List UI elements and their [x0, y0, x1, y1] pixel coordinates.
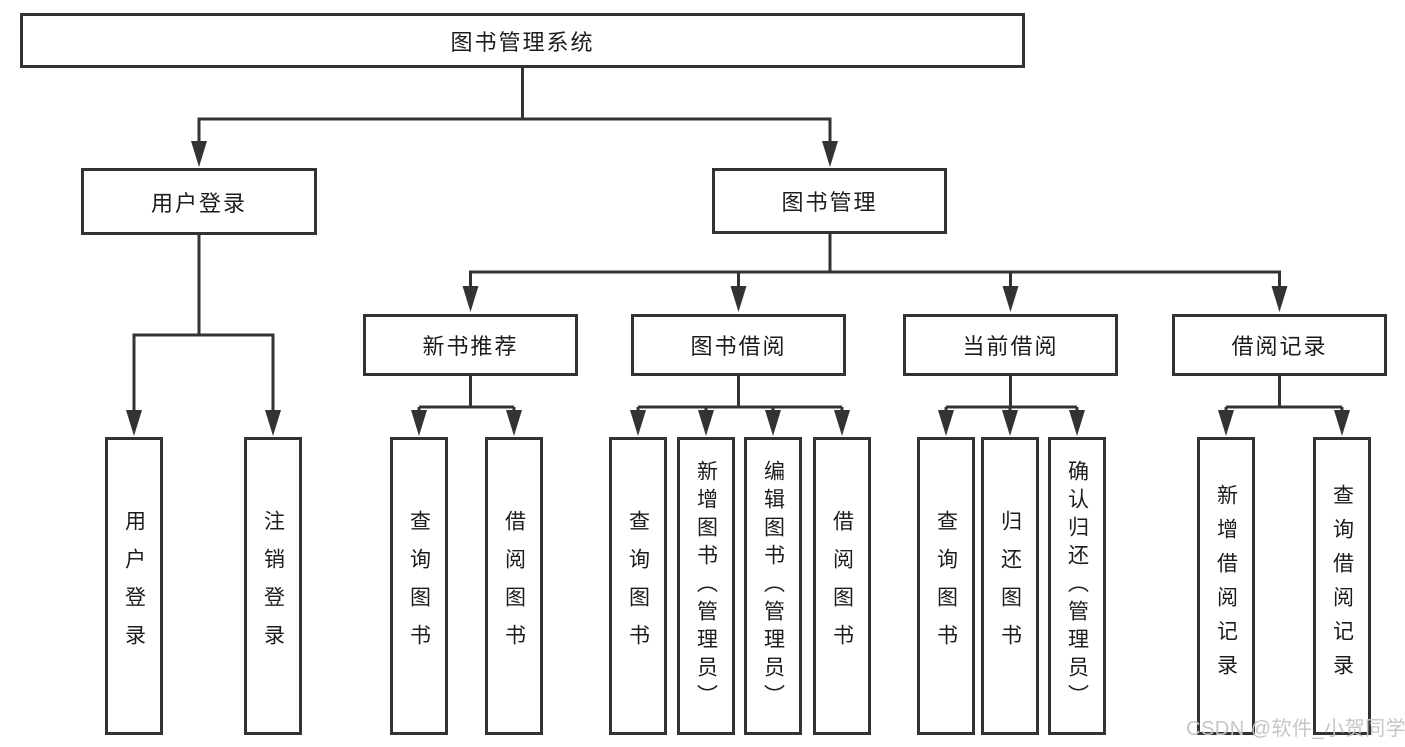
leaf-user-login: 用户登录 [105, 437, 163, 735]
leaf-confirm-return-admin: 确认归还（管理员） [1048, 437, 1106, 735]
node-current-borrow: 当前借阅 [903, 314, 1118, 376]
leaf-edit-books-admin: 编辑图书（管理员） [744, 437, 802, 735]
node-book-borrow: 图书借阅 [631, 314, 846, 376]
node-new-book-recommend: 新书推荐 [363, 314, 578, 376]
leaf-return-books: 归还图书 [981, 437, 1039, 735]
leaf-logout: 注销登录 [244, 437, 302, 735]
leaf-query-borrow-record: 查询借阅记录 [1313, 437, 1371, 735]
node-book-management: 图书管理 [712, 168, 947, 234]
leaf-recommend-borrow-books: 借阅图书 [485, 437, 543, 735]
node-user-login: 用户登录 [81, 168, 317, 235]
leaf-add-borrow-record: 新增借阅记录 [1197, 437, 1255, 735]
watermark: CSDN @软件_小贺同学 [1186, 718, 1405, 740]
node-root-system: 图书管理系统 [20, 13, 1025, 68]
arrowheads [126, 141, 1350, 436]
leaf-add-books-admin: 新增图书（管理员） [677, 437, 735, 735]
leaf-borrow-books: 借阅图书 [813, 437, 871, 735]
leaf-recommend-query-books: 查询图书 [390, 437, 448, 735]
leaf-current-query-books: 查询图书 [917, 437, 975, 735]
leaf-borrow-query-books: 查询图书 [609, 437, 667, 735]
node-borrow-records: 借阅记录 [1172, 314, 1387, 376]
